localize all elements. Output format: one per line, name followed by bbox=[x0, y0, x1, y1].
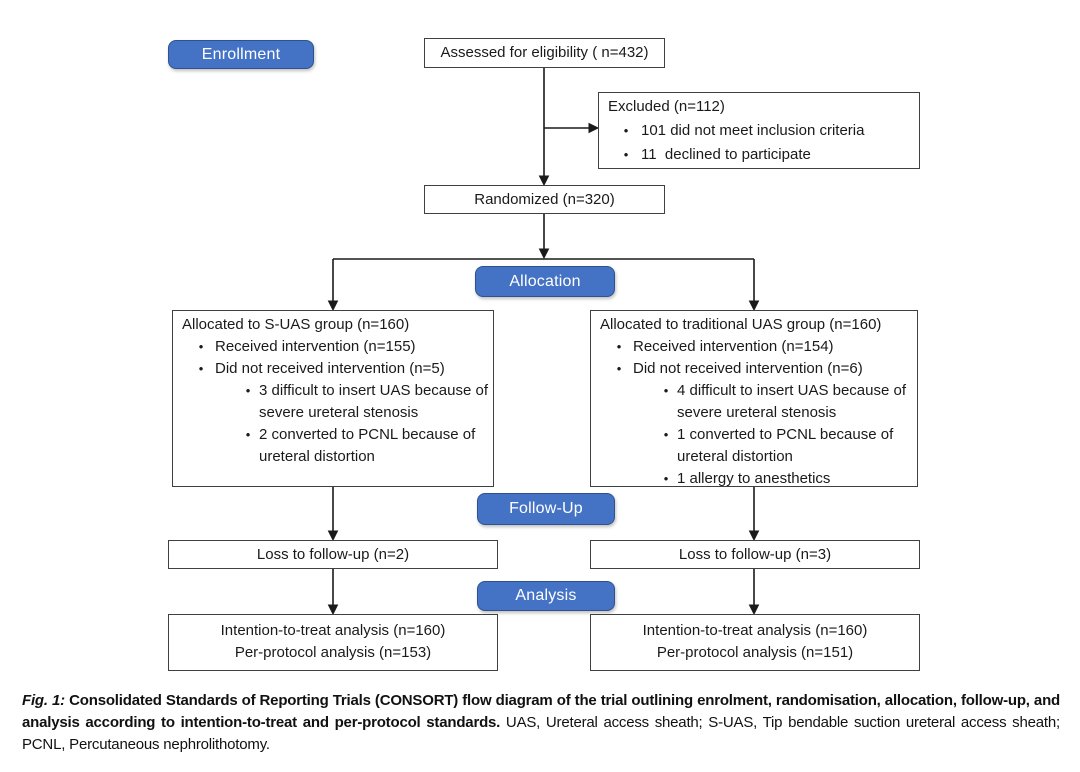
box-randomized: Randomized (n=320) bbox=[424, 185, 665, 214]
allocation-sub-bullet: • 2 converted to PCNL because of uretera… bbox=[173, 424, 493, 468]
box-assessed-eligibility: Assessed for eligibility ( n=432) bbox=[424, 38, 665, 68]
box-loss-followup-left: Loss to follow-up (n=2) bbox=[168, 540, 498, 569]
stage-badge-followup: Follow-Up bbox=[477, 493, 615, 525]
arrow-down-icon bbox=[538, 248, 550, 260]
bullet-icon: • bbox=[245, 383, 251, 398]
excluded-bullet-text: 101 did not meet inclusion criteria bbox=[641, 122, 865, 139]
allocation-traditional-title: Allocated to traditional UAS group (n=16… bbox=[600, 316, 882, 333]
sub-bullet-text: 4 difficult to insert UAS because of sev… bbox=[677, 382, 911, 421]
arrow-down-icon bbox=[748, 300, 760, 312]
loss-right-text: Loss to follow-up (n=3) bbox=[678, 545, 832, 563]
sub-bullet-text: 3 difficult to insert UAS because of sev… bbox=[259, 382, 493, 421]
box-analysis-left: Intention-to-treat analysis (n=160) Per-… bbox=[168, 614, 498, 671]
allocation-bullet: • Received intervention (n=154) bbox=[591, 336, 917, 358]
bullet-icon: • bbox=[198, 361, 204, 376]
box-loss-followup-right: Loss to follow-up (n=3) bbox=[590, 540, 920, 569]
bullet-icon: • bbox=[663, 427, 669, 442]
arrow-down-icon bbox=[748, 604, 760, 616]
excluded-bullet: • 11 declined to participate bbox=[599, 143, 919, 167]
arrow-down-icon bbox=[538, 175, 550, 187]
excluded-bullet: • 101 did not meet inclusion criteria bbox=[599, 119, 919, 143]
bullet-icon: • bbox=[623, 147, 629, 162]
allocation-sub-bullet: • 1 allergy to anesthetics bbox=[591, 468, 917, 490]
randomized-text: Randomized (n=320) bbox=[474, 190, 615, 208]
bullet-icon: • bbox=[623, 123, 629, 138]
figure-label: Fig. 1: bbox=[22, 692, 65, 709]
bullet-icon: • bbox=[663, 471, 669, 486]
arrow-down-icon bbox=[327, 604, 339, 616]
analysis-right-line2: Per-protocol analysis (n=151) bbox=[656, 644, 854, 661]
excluded-title: Excluded (n=112) bbox=[608, 98, 725, 115]
stage-badge-enrollment: Enrollment bbox=[168, 40, 314, 69]
allocation-bullet: • Received intervention (n=155) bbox=[173, 336, 493, 358]
arrow-down-icon bbox=[748, 530, 760, 542]
allocation-bullet: • Did not received intervention (n=6) bbox=[591, 358, 917, 380]
bullet-icon: • bbox=[616, 361, 622, 376]
bullet-icon: • bbox=[198, 339, 204, 354]
caption-regular-text: UAS, Ureteral access sheath; S-UAS, Tip … bbox=[22, 714, 1060, 753]
allocation-bullet: • Did not received intervention (n=5) bbox=[173, 358, 493, 380]
allocation-sub-bullet: • 3 difficult to insert UAS because of s… bbox=[173, 380, 493, 424]
stage-badge-allocation: Allocation bbox=[475, 266, 615, 297]
bullet-text: Received intervention (n=155) bbox=[215, 338, 416, 355]
sub-bullet-text: 1 allergy to anesthetics bbox=[677, 470, 831, 487]
allocation-suas-title: Allocated to S-UAS group (n=160) bbox=[182, 316, 410, 333]
bullet-text: Did not received intervention (n=5) bbox=[215, 360, 445, 377]
box-analysis-right: Intention-to-treat analysis (n=160) Per-… bbox=[590, 614, 920, 671]
bullet-icon: • bbox=[616, 339, 622, 354]
caption-bold-text: Consolidated Standards of Reporting Tria… bbox=[22, 692, 1060, 731]
bullet-icon: • bbox=[663, 383, 669, 398]
excluded-bullet-text: 11 declined to participate bbox=[641, 146, 811, 163]
analysis-left-line2: Per-protocol analysis (n=153) bbox=[234, 644, 432, 661]
stage-badge-analysis: Analysis bbox=[477, 581, 615, 611]
box-allocation-suas: Allocated to S-UAS group (n=160) • Recei… bbox=[172, 310, 494, 487]
bullet-text: Received intervention (n=154) bbox=[633, 338, 834, 355]
allocation-sub-bullet: • 4 difficult to insert UAS because of s… bbox=[591, 380, 917, 424]
bullet-icon: • bbox=[245, 427, 251, 442]
assessed-text: Assessed for eligibility ( n=432) bbox=[440, 44, 649, 61]
loss-left-text: Loss to follow-up (n=2) bbox=[256, 545, 410, 563]
analysis-right-line1: Intention-to-treat analysis (n=160) bbox=[642, 622, 868, 639]
arrow-down-icon bbox=[327, 300, 339, 312]
sub-bullet-text: 2 converted to PCNL because of ureteral … bbox=[259, 426, 480, 465]
analysis-left-line1: Intention-to-treat analysis (n=160) bbox=[220, 622, 446, 639]
box-allocation-traditional: Allocated to traditional UAS group (n=16… bbox=[590, 310, 918, 487]
allocation-sub-bullet: • 1 converted to PCNL because of uretera… bbox=[591, 424, 917, 468]
box-excluded: Excluded (n=112) • 101 did not meet incl… bbox=[598, 92, 920, 169]
arrow-right-icon bbox=[588, 122, 600, 134]
figure-caption: Fig. 1: Consolidated Standards of Report… bbox=[22, 690, 1060, 756]
bullet-text: Did not received intervention (n=6) bbox=[633, 360, 863, 377]
sub-bullet-text: 1 converted to PCNL because of ureteral … bbox=[677, 426, 898, 465]
arrow-down-icon bbox=[327, 530, 339, 542]
